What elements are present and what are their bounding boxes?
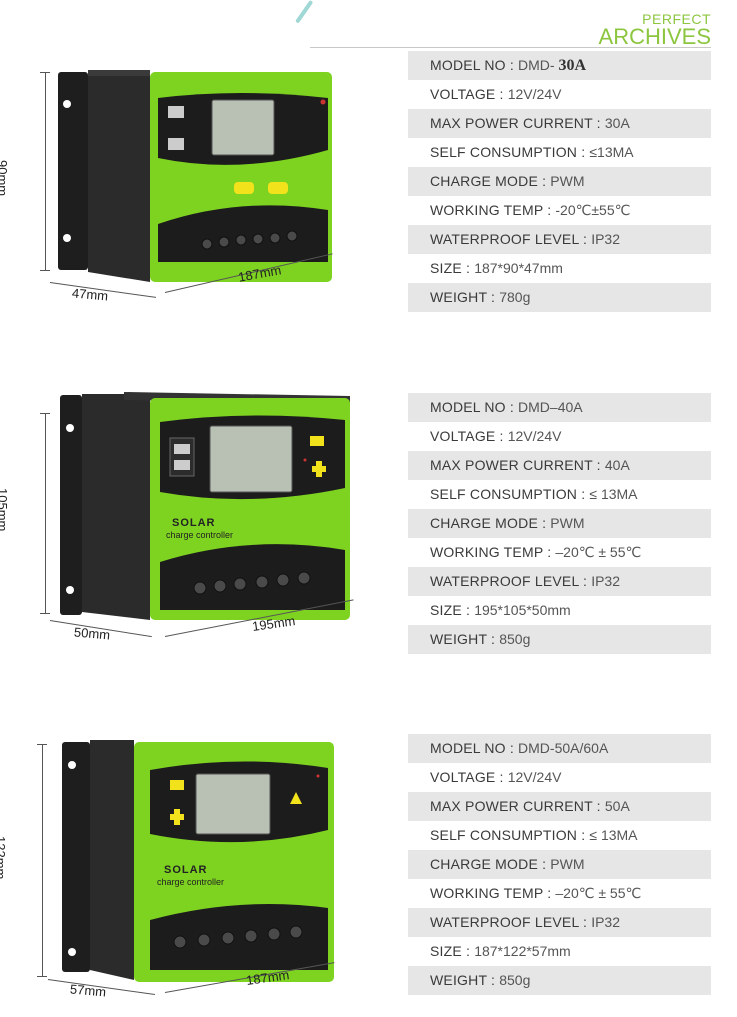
- dim-height-label: 105mm: [0, 488, 10, 532]
- label-solar: SOLAR: [172, 517, 216, 529]
- spec-row-size: SIZE : 195*105*50mm: [430, 602, 571, 618]
- spec-table-40a: MODEL NO : DMD–40A VOLTAGE : 12V/24V MAX…: [408, 393, 711, 654]
- brand-line2: ARCHIVES: [598, 24, 711, 49]
- product-40a-image: SOLAR charge controller 105mm 50mm 195mm: [0, 380, 400, 660]
- spec-row-consumption: SELF CONSUMPTION : ≤13MA: [430, 144, 634, 160]
- dim-tick: [40, 72, 50, 73]
- spec-row-current: MAX POWER CURRENT : 50A: [408, 792, 711, 821]
- label-charge-controller: charge controller: [157, 877, 225, 887]
- spec-row-temp: WORKING TEMP : –20℃ ± 55℃: [430, 544, 642, 560]
- spec-row-voltage: VOLTAGE : 12V/24V: [430, 428, 562, 444]
- dim-tick: [37, 744, 47, 745]
- spec-row-weight: WEIGHT : 850g: [408, 966, 711, 995]
- label-solar: SOLAR: [164, 864, 208, 876]
- dim-height-label: 122mm: [0, 836, 8, 880]
- spec-row-waterproof: WATERPROOF LEVEL : IP32: [408, 908, 711, 937]
- dim-line-height: [45, 413, 46, 613]
- spec-row-consumption: SELF CONSUMPTION : ≤ 13MA: [430, 486, 638, 502]
- spec-row-waterproof: WATERPROOF LEVEL : IP32: [408, 225, 711, 254]
- spec-table-30a: MODEL NO : DMD- 30A VOLTAGE : 12V/24V MA…: [408, 51, 711, 312]
- product-30a-image: 90mm 47mm 187mm: [0, 0, 400, 320]
- spec-row-charge-mode: CHARGE MODE : PWM: [408, 509, 711, 538]
- spec-row-consumption: SELF CONSUMPTION : ≤ 13MA: [430, 827, 638, 843]
- dim-tick: [40, 270, 50, 271]
- dim-line-height: [45, 72, 46, 270]
- dim-line-height: [42, 744, 43, 976]
- label-charge-controller: charge controller: [166, 530, 234, 540]
- spec-row-size: SIZE : 187*90*47mm: [430, 260, 563, 276]
- dim-tick: [37, 976, 47, 977]
- spec-row-model: MODEL NO : DMD- 30A: [408, 51, 711, 80]
- controller-30a-illustration: [58, 70, 332, 282]
- spec-row-model: MODEL NO : DMD–40A: [408, 393, 711, 422]
- dim-depth-label: 57mm: [69, 981, 107, 1000]
- spec-table-50a: MODEL NO : DMD-50A/60A VOLTAGE : 12V/24V…: [408, 734, 711, 995]
- brand-line1: PERFECT: [642, 11, 711, 27]
- controller-40a-illustration: [60, 392, 350, 620]
- spec-row-charge-mode: CHARGE MODE : PWM: [408, 850, 711, 879]
- brand-heading: PERFECT ARCHIVES: [599, 12, 711, 48]
- product-50a-image: SOLAR charge controller 122mm 57mm 187mm: [0, 730, 400, 1017]
- brand-divider: [310, 47, 711, 48]
- controller-50a-illustration: [62, 740, 334, 982]
- spec-row-current: MAX POWER CURRENT : 30A: [408, 109, 711, 138]
- dim-tick: [40, 413, 50, 414]
- dim-depth-label: 50mm: [73, 624, 111, 643]
- spec-row-waterproof: WATERPROOF LEVEL : IP32: [408, 567, 711, 596]
- dim-depth-label: 47mm: [71, 285, 109, 304]
- spec-row-current: MAX POWER CURRENT : 40A: [408, 451, 711, 480]
- spec-row-weight: WEIGHT : 780g: [408, 283, 711, 312]
- dim-tick: [40, 613, 50, 614]
- dim-height-label: 90mm: [0, 160, 10, 197]
- spec-row-temp: WORKING TEMP : –20℃ ± 55℃: [430, 885, 642, 901]
- spec-row-size: SIZE : 187*122*57mm: [430, 943, 571, 959]
- spec-row-voltage: VOLTAGE : 12V/24V: [430, 86, 562, 102]
- spec-row-weight: WEIGHT : 850g: [408, 625, 711, 654]
- spec-row-model: MODEL NO : DMD-50A/60A: [408, 734, 711, 763]
- spec-row-voltage: VOLTAGE : 12V/24V: [430, 769, 562, 785]
- spec-row-charge-mode: CHARGE MODE : PWM: [408, 167, 711, 196]
- spec-row-temp: WORKING TEMP : -20℃±55℃: [430, 202, 631, 218]
